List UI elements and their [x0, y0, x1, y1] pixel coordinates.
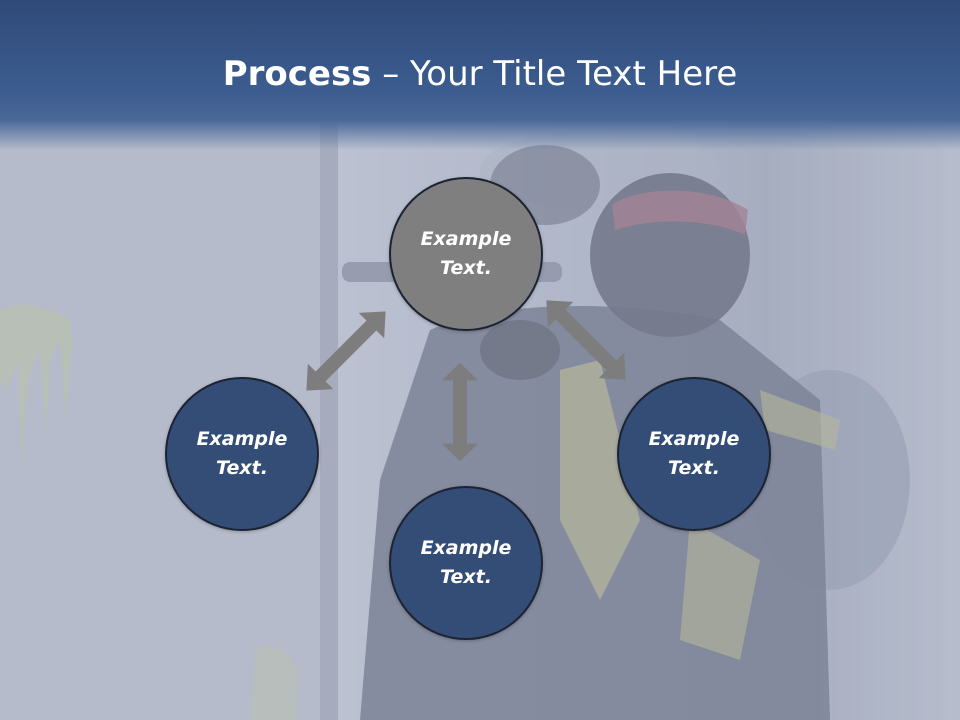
node-bottom-line2: Text.	[440, 566, 492, 588]
title-rest: – Your Title Text Here	[371, 54, 738, 94]
headband	[612, 190, 748, 235]
paint-splatter-low	[250, 646, 298, 720]
paint-splatter	[0, 304, 72, 470]
slide-title: Process – Your Title Text Here	[0, 50, 960, 98]
double-arrow-right	[533, 287, 639, 393]
pillar-edge	[320, 120, 338, 720]
node-left-line1: Example	[196, 428, 288, 450]
double-arrow-left	[293, 298, 399, 404]
node-right-line2: Text.	[668, 457, 720, 479]
node-top-line2: Text.	[440, 257, 492, 279]
title-bold: Process	[222, 54, 372, 94]
node-left-line2: Text.	[216, 457, 268, 479]
double-arrow-center	[442, 362, 478, 462]
player-hands	[480, 320, 560, 380]
jersey-accent	[560, 360, 640, 600]
node-bottom-line1: Example	[420, 537, 512, 559]
sleeve-accent	[760, 390, 840, 450]
jersey-accent-lower	[680, 520, 760, 660]
node-top-line1: Example	[420, 228, 512, 250]
node-right-line1: Example	[648, 428, 740, 450]
title-band	[0, 0, 960, 150]
